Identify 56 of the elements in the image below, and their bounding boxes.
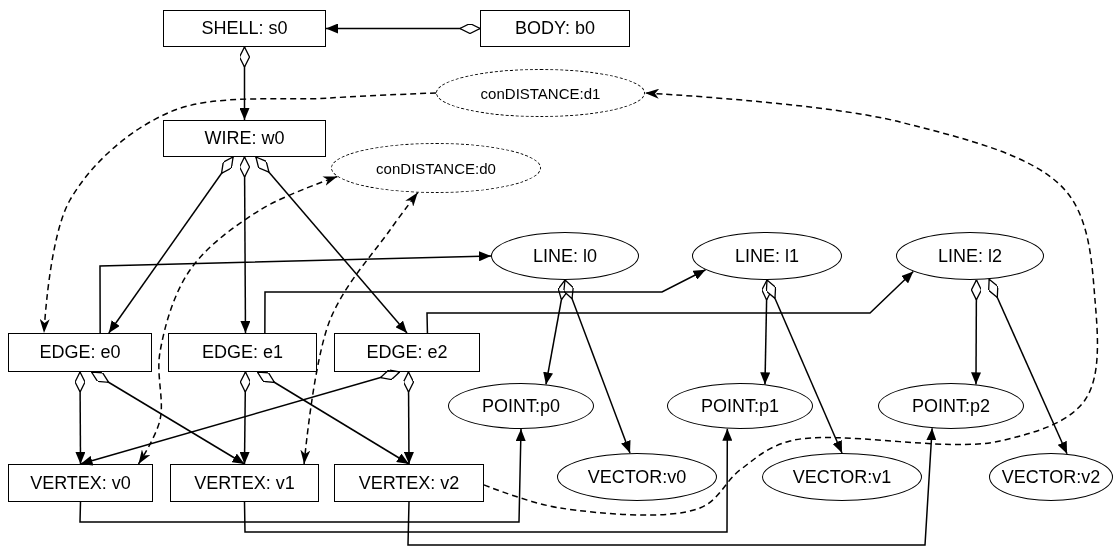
node-label: WIRE: w0 xyxy=(204,128,285,149)
aggregation-arrow xyxy=(108,156,234,334)
node-label: BODY: b0 xyxy=(514,18,595,39)
elbow-connector xyxy=(99,251,492,334)
aggregation-arrow xyxy=(760,279,773,386)
elbow-connector xyxy=(300,191,419,465)
class-box xyxy=(480,10,630,47)
node-label: LINE: l2 xyxy=(938,245,1002,267)
aggregation-arrow xyxy=(325,22,481,35)
class-box xyxy=(163,120,326,157)
aggregation-arrow xyxy=(239,371,251,465)
aggregation-arrow xyxy=(74,371,86,465)
node-label: conDISTANCE:d0 xyxy=(376,159,496,177)
node-label: conDISTANCE:d1 xyxy=(480,84,601,102)
class-box xyxy=(168,333,317,372)
class-box xyxy=(8,333,152,372)
aggregation-arrow xyxy=(79,369,401,466)
aggregation-arrow xyxy=(765,279,843,454)
aggregation-arrow xyxy=(970,279,983,386)
node-label: VERTEX: v0 xyxy=(30,472,131,494)
node-label: LINE: l1 xyxy=(735,245,799,267)
aggregation-arrow xyxy=(256,371,410,465)
aggregation-arrow xyxy=(988,278,1068,455)
class-box xyxy=(163,10,326,47)
class-box xyxy=(8,464,153,502)
elbow-connector xyxy=(39,92,437,334)
node-label: VERTEX: v2 xyxy=(358,472,460,494)
node-label: VECTOR:v2 xyxy=(1001,466,1101,488)
aggregation-arrow xyxy=(255,156,408,334)
elbow-connector xyxy=(79,428,526,523)
elbow-connector xyxy=(483,88,1099,516)
aggregation-arrow xyxy=(238,46,251,121)
elbow-connector xyxy=(137,175,339,465)
node-label: VECTOR:v1 xyxy=(792,466,892,488)
node-label: LINE: l0 xyxy=(533,245,597,267)
node-label: VERTEX: v1 xyxy=(194,472,295,494)
node-label: POINT:p1 xyxy=(701,395,779,417)
node-label: EDGE: e0 xyxy=(39,342,121,363)
node-label: VECTOR:v0 xyxy=(587,466,687,488)
elbow-connector xyxy=(243,427,733,533)
aggregation-arrow xyxy=(543,279,569,386)
elbow-connector xyxy=(407,427,937,546)
aggregation-arrow xyxy=(90,371,246,465)
aggregation-arrow xyxy=(402,371,415,465)
node-label: POINT:p2 xyxy=(912,395,990,417)
node-label: EDGE: e1 xyxy=(201,342,283,363)
aggregation-arrow xyxy=(563,279,631,454)
elbow-connector xyxy=(426,270,915,334)
class-box xyxy=(334,333,480,372)
node-label: EDGE: e2 xyxy=(366,342,448,363)
aggregation-arrow xyxy=(238,156,251,334)
class-box xyxy=(334,464,484,502)
elbow-connector xyxy=(264,269,707,334)
node-label: POINT:p0 xyxy=(482,395,560,417)
node-label: SHELL: s0 xyxy=(201,18,288,39)
class-box xyxy=(170,464,319,502)
